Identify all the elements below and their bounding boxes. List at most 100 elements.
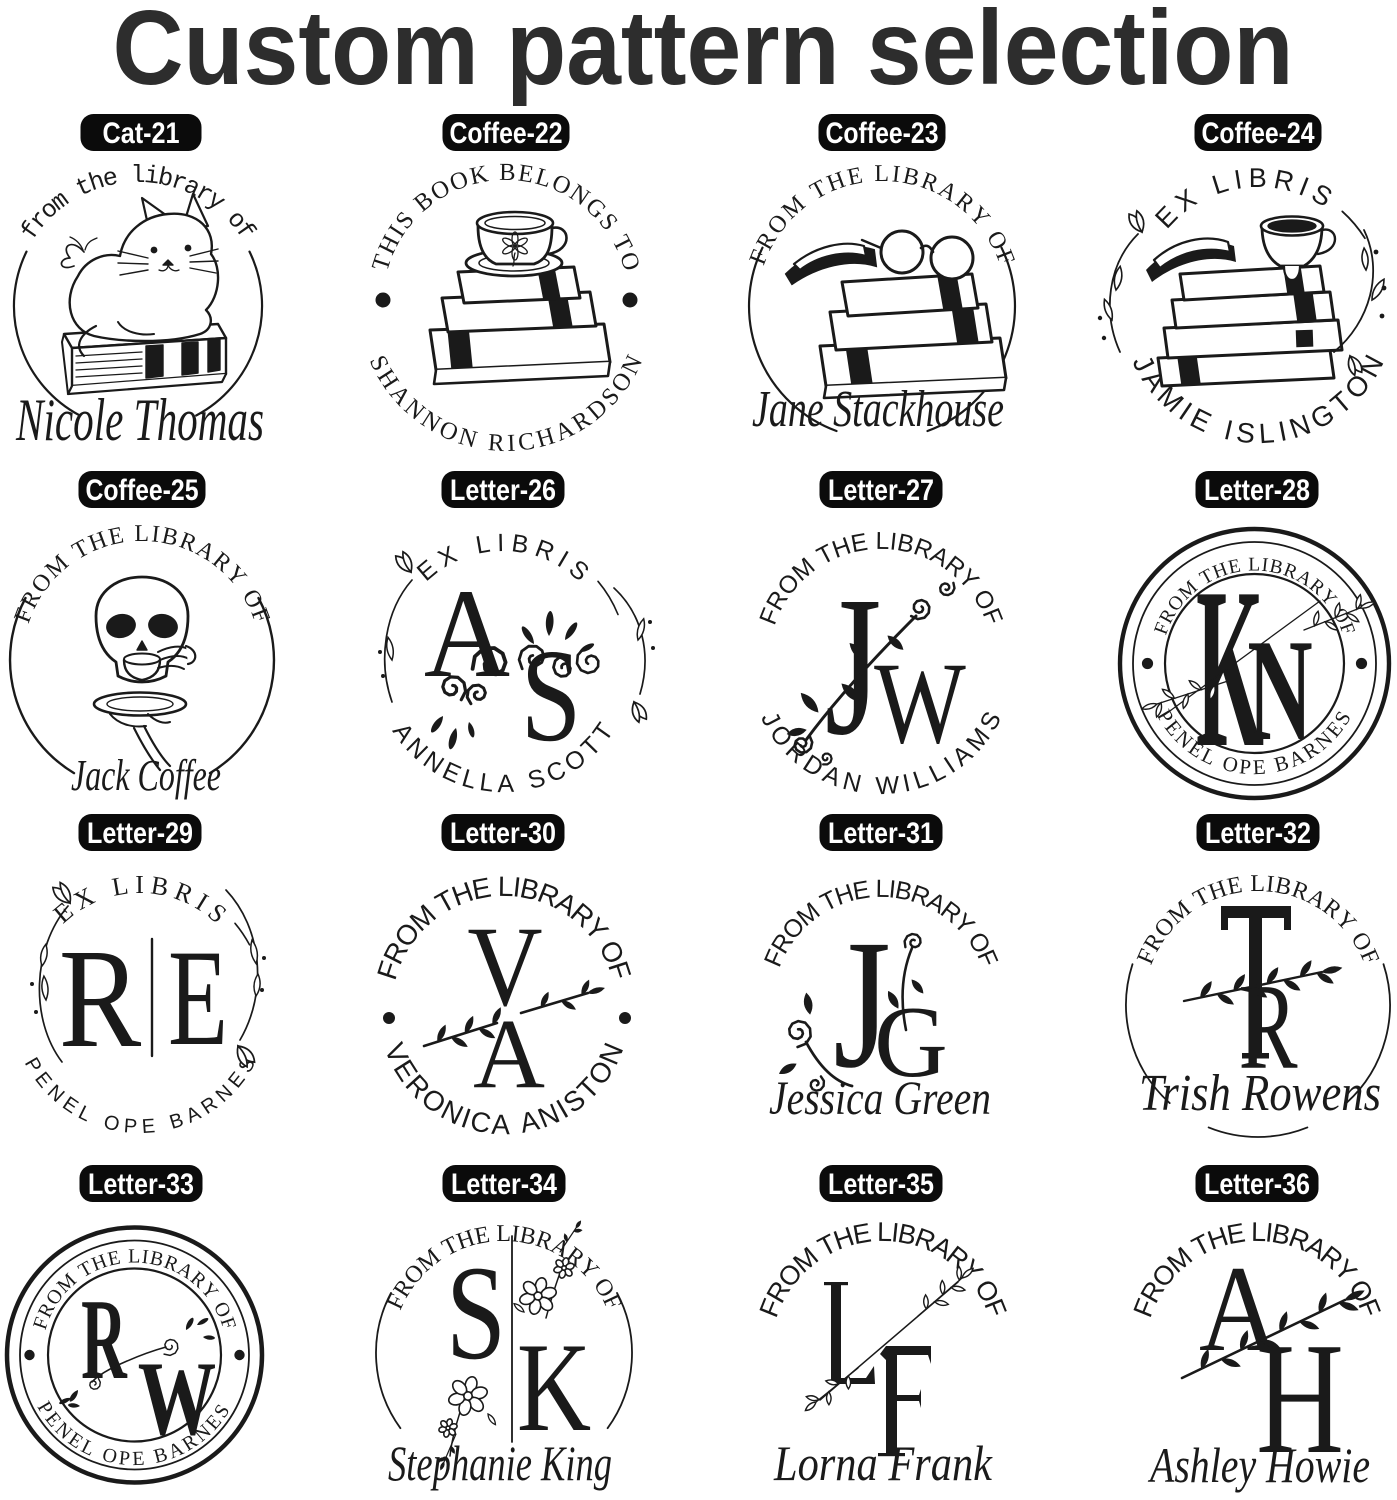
svg-text:P: P: [1238, 754, 1252, 779]
svg-text:L: L: [1250, 871, 1265, 897]
svg-text:P: P: [118, 1447, 131, 1470]
svg-text:L: L: [128, 1245, 140, 1267]
svg-text:Jack Coffee: Jack Coffee: [71, 751, 221, 800]
svg-text:L: L: [532, 163, 554, 193]
svg-text:L: L: [875, 528, 889, 555]
svg-text:V: V: [467, 902, 542, 1030]
svg-text:b: b: [155, 163, 176, 195]
svg-text:A: A: [497, 770, 515, 798]
svg-text:E: E: [106, 1247, 123, 1271]
svg-text:W: W: [138, 1341, 216, 1458]
svg-text:J: J: [833, 903, 891, 1107]
svg-text:l: l: [130, 161, 145, 190]
svg-text:W: W: [874, 639, 966, 768]
svg-text:E: E: [106, 522, 126, 550]
svg-text:I: I: [889, 528, 899, 556]
svg-text:R: R: [487, 429, 506, 457]
svg-text:Letter-36: Letter-36: [1204, 1168, 1310, 1201]
svg-text:L: L: [478, 768, 496, 798]
svg-text:E: E: [1252, 755, 1266, 780]
svg-text:S: S: [1235, 417, 1257, 450]
svg-text:B: B: [893, 876, 915, 907]
svg-text:I: I: [890, 1217, 901, 1248]
svg-text:Letter-30: Letter-30: [450, 817, 556, 850]
svg-text:Nicole Thomas: Nicole Thomas: [15, 387, 264, 453]
svg-text:B: B: [517, 1222, 538, 1251]
svg-text:Coffee-24: Coffee-24: [1202, 117, 1315, 150]
svg-text:Coffee-25: Coffee-25: [86, 474, 199, 507]
svg-text:B: B: [1273, 872, 1294, 901]
svg-text:C: C: [516, 427, 536, 456]
svg-text:I: I: [888, 875, 898, 904]
svg-text:L: L: [474, 530, 493, 560]
svg-text:B: B: [167, 1109, 186, 1134]
svg-text:Cat-21: Cat-21: [103, 117, 180, 150]
svg-text:I: I: [497, 529, 504, 557]
svg-text:H: H: [1210, 559, 1231, 584]
svg-text:L: L: [496, 1221, 511, 1247]
svg-text:Ashley Howie: Ashley Howie: [1148, 1437, 1370, 1493]
svg-text:Coffee-22: Coffee-22: [450, 117, 563, 150]
svg-text:L: L: [1248, 554, 1260, 575]
svg-text:A: A: [491, 1109, 511, 1141]
svg-text:L: L: [1251, 1217, 1266, 1247]
svg-text:I: I: [1264, 1217, 1275, 1248]
svg-text:B: B: [1268, 556, 1285, 579]
svg-text:B: B: [151, 1443, 169, 1468]
svg-text:B: B: [159, 523, 180, 552]
svg-text:Jessica Green: Jessica Green: [769, 1072, 991, 1125]
svg-text:S: S: [446, 1239, 506, 1388]
svg-text:S: S: [525, 764, 549, 796]
svg-text:I: I: [141, 1246, 150, 1269]
svg-text:Letter-29: Letter-29: [87, 817, 193, 850]
svg-text:G: G: [874, 986, 948, 1099]
svg-text:J: J: [825, 555, 882, 777]
svg-text:E: E: [1227, 556, 1243, 579]
svg-text:Letter-27: Letter-27: [828, 474, 934, 507]
svg-text:Letter-32: Letter-32: [1205, 817, 1311, 850]
svg-text:E: E: [516, 160, 535, 189]
svg-text:A: A: [473, 998, 545, 1109]
svg-text:Coffee-23: Coffee-23: [826, 117, 939, 150]
svg-text:I: I: [1265, 871, 1276, 898]
svg-text:B: B: [148, 1247, 166, 1271]
svg-text:E: E: [1225, 872, 1244, 900]
svg-text:A: A: [1199, 1242, 1279, 1378]
svg-text:I: I: [1261, 555, 1270, 577]
svg-text:L: L: [110, 871, 131, 902]
svg-text:Stephanie King: Stephanie King: [388, 1435, 612, 1491]
svg-text:Letter-35: Letter-35: [828, 1168, 934, 1201]
svg-text:W: W: [875, 771, 900, 800]
svg-text:O: O: [100, 1444, 119, 1469]
svg-text:B: B: [499, 159, 516, 186]
svg-text:Letter-28: Letter-28: [1204, 474, 1310, 507]
svg-text:B: B: [510, 529, 531, 559]
svg-text:N: N: [1247, 610, 1312, 771]
svg-text:B: B: [1269, 1218, 1293, 1251]
svg-text:B: B: [895, 529, 917, 559]
svg-text:Trish Rowens: Trish Rowens: [1139, 1065, 1381, 1122]
svg-text:Letter-33: Letter-33: [88, 1168, 194, 1201]
svg-text:B: B: [1271, 750, 1291, 777]
svg-text:B: B: [900, 163, 921, 192]
svg-text:R: R: [59, 919, 142, 1077]
svg-text:E: E: [132, 1448, 145, 1470]
svg-text:I: I: [891, 161, 902, 188]
svg-text:Custom pattern selection: Custom pattern selection: [113, 0, 1294, 107]
svg-text:Letter-26: Letter-26: [450, 474, 556, 507]
svg-text:R: R: [81, 1276, 127, 1404]
svg-text:B: B: [149, 870, 171, 901]
svg-text:L: L: [134, 521, 149, 547]
svg-text:A: A: [424, 563, 510, 704]
svg-text:K: K: [467, 160, 490, 190]
svg-text:Lorna Frank: Lorna Frank: [773, 1435, 993, 1491]
svg-text:E: E: [849, 529, 870, 559]
svg-text:L: L: [498, 871, 514, 902]
svg-text:Jane Stackhouse: Jane Stackhouse: [752, 381, 1004, 438]
svg-text:E: E: [845, 163, 865, 191]
svg-text:I: I: [150, 521, 161, 548]
svg-text:B: B: [895, 1218, 919, 1251]
svg-text:O: O: [101, 1111, 121, 1136]
svg-text:B: B: [1249, 163, 1267, 193]
svg-text:I: I: [507, 430, 516, 457]
